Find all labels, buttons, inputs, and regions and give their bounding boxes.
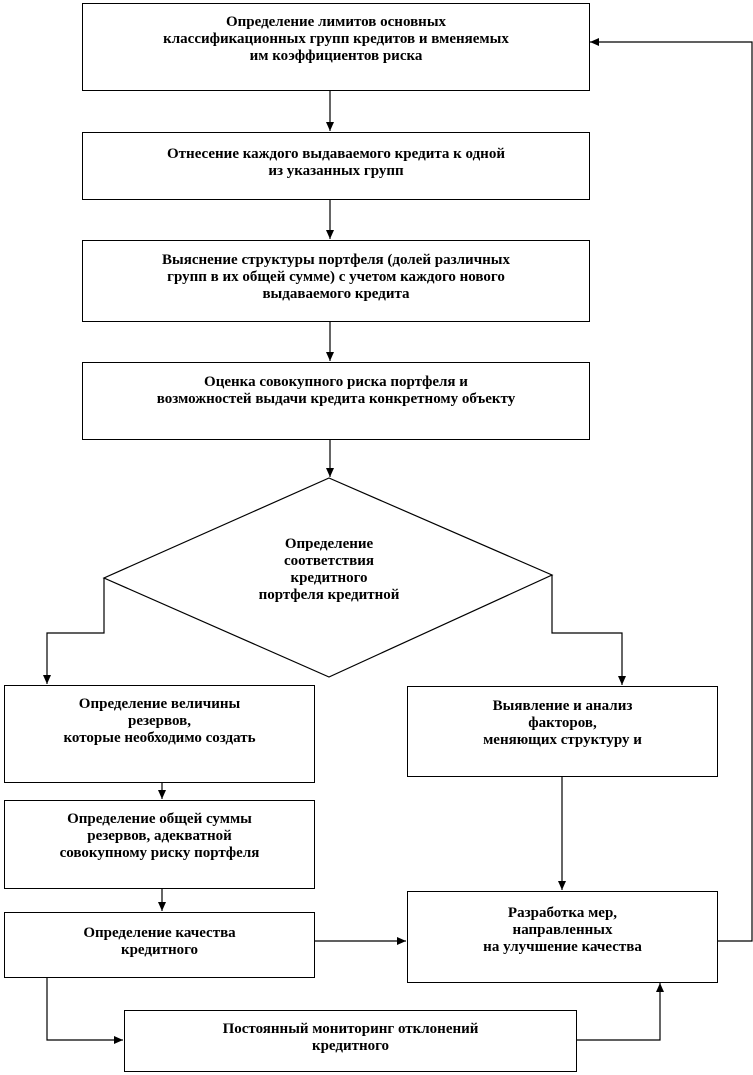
node-improvement-measures: Разработка мер, направленных на улучшени… bbox=[407, 891, 718, 983]
node-monitoring-text: Постоянный мониторинг отклонений кредитн… bbox=[222, 1021, 479, 1054]
node-improvement-measures-text: Разработка мер, направленных на улучшени… bbox=[483, 905, 642, 955]
arrow-quality-to-monitoring bbox=[46, 978, 123, 1044]
node-factors-analysis: Выявление и анализ факторов, меняющих ст… bbox=[407, 686, 718, 777]
node-risk-assessment-text: Оценка совокупного риска портфеля и возм… bbox=[156, 374, 516, 407]
node-total-reserves: Определение общей суммы резервов, адеква… bbox=[4, 800, 315, 889]
arrow-decision-to-factors bbox=[551, 575, 626, 685]
node-assign-groups-text: Отнесение каждого выдаваемого кредита к … bbox=[167, 146, 505, 179]
decision-diamond bbox=[102, 477, 554, 678]
arrow-feedback-to-limits bbox=[590, 38, 753, 942]
node-factors-analysis-text: Выявление и анализ факторов, меняющих ст… bbox=[483, 698, 642, 748]
node-risk-assessment: Оценка совокупного риска портфеля и возм… bbox=[82, 362, 590, 440]
node-limits-text: Определение лимитов основных классификац… bbox=[163, 14, 509, 64]
node-portfolio-structure-text: Выяснение структуры портфеля (долей разл… bbox=[161, 252, 511, 302]
arrow-decision-to-reserves bbox=[43, 578, 105, 684]
node-total-reserves-text: Определение общей суммы резервов, адеква… bbox=[59, 811, 260, 861]
node-assign-groups: Отнесение каждого выдаваемого кредита к … bbox=[82, 132, 590, 200]
node-limits: Определение лимитов основных классификац… bbox=[82, 3, 590, 91]
node-reserves-amount: Определение величины резервов, которые н… bbox=[4, 685, 315, 783]
node-quality: Определение качества кредитного bbox=[4, 912, 315, 978]
decision-text: Определение соответствия кредитного порт… bbox=[258, 536, 400, 603]
node-reserves-amount-text: Определение величины резервов, которые н… bbox=[63, 696, 256, 746]
node-portfolio-structure: Выяснение структуры портфеля (долей разл… bbox=[82, 240, 590, 322]
node-quality-text: Определение качества кредитного bbox=[83, 925, 236, 958]
node-monitoring: Постоянный мониторинг отклонений кредитн… bbox=[124, 1010, 577, 1072]
arrow-monitoring-to-measures bbox=[577, 983, 664, 1041]
